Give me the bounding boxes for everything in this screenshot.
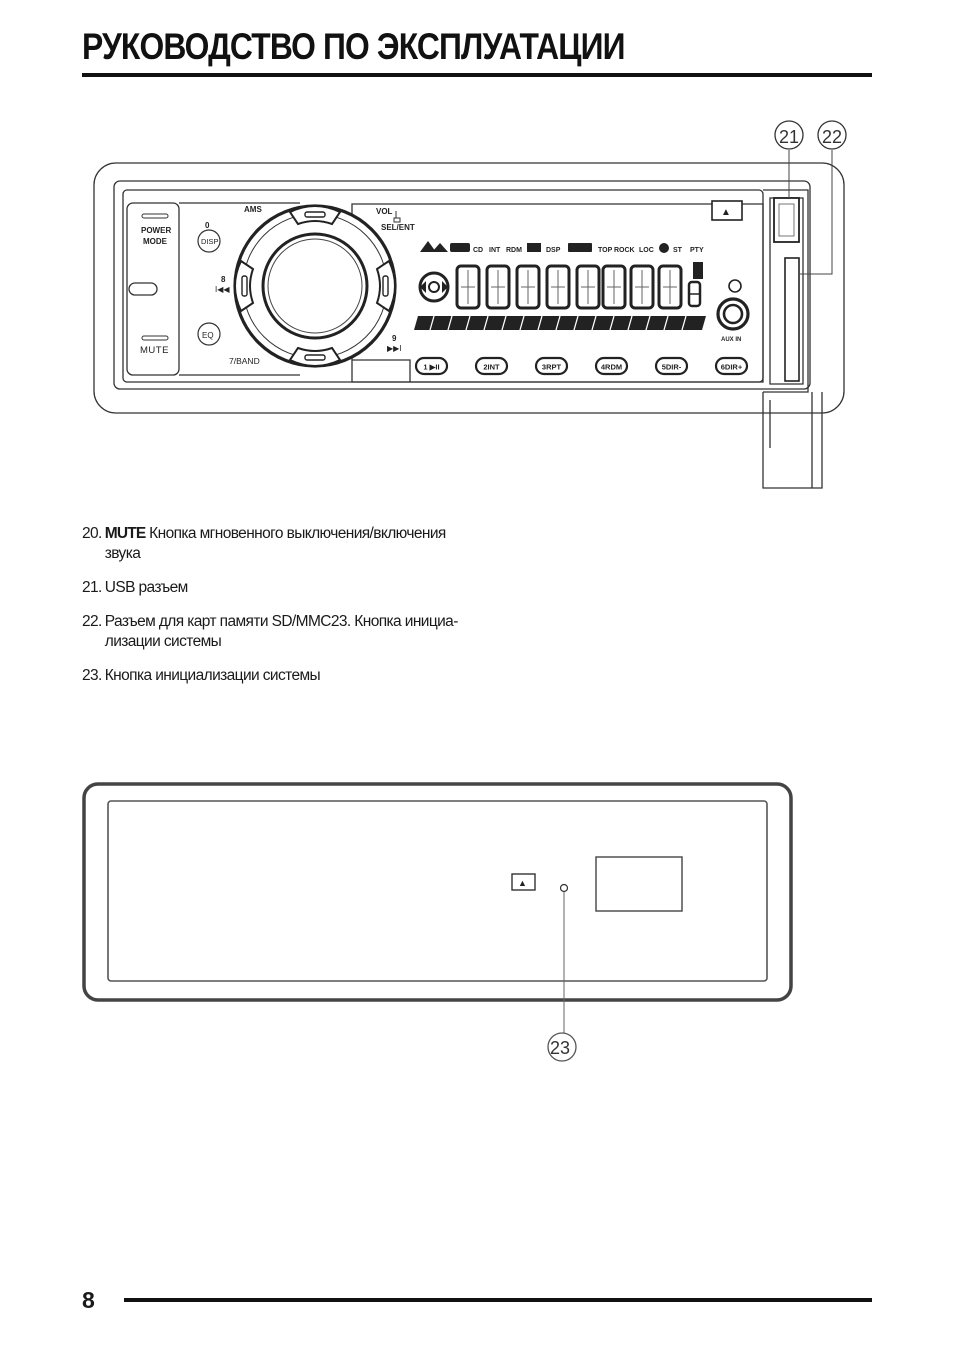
legend-description: USB разъем: [104, 579, 189, 596]
legend-item: 21. USB разъем: [82, 578, 482, 598]
legend-number: 22.: [82, 613, 102, 630]
lcd-indicator: RDM: [506, 247, 522, 254]
eq-button[interactable]: [197, 322, 221, 346]
legend-number: 23.: [82, 667, 102, 684]
page-number: 8: [82, 1287, 95, 1313]
eject-icon: ▲: [518, 878, 527, 888]
lcd-indicator: DSP: [546, 247, 561, 254]
callout-21: [774, 120, 804, 150]
lcd-indicator: TOP: [598, 247, 613, 254]
back-panel-diagram: ▲ 23: [82, 782, 793, 1062]
legend-item: 23. Кнопка инициализации системы: [82, 666, 482, 686]
legend-list: 20. MUTE Кнопка мгновенного выключения/в…: [82, 524, 482, 700]
lcd-indicator: CD: [473, 247, 483, 254]
preset-button-2[interactable]: 2INT: [474, 356, 509, 376]
title-rule: [82, 73, 872, 77]
legend-item: 22. Разъем для карт памяти SD/MMC23. Кно…: [82, 612, 482, 652]
band-label: 7/BAND: [229, 356, 260, 366]
lcd-indicator: LOC: [639, 247, 654, 254]
lcd-indicator: PTY: [690, 247, 704, 254]
callout-21-label: 21: [779, 127, 799, 147]
footer-rule: [124, 1298, 872, 1302]
legend-number: 21.: [82, 579, 102, 596]
preset-button-label: 1 ▶II: [423, 363, 439, 372]
lcd-indicator: ROCK: [614, 247, 635, 254]
mute-led-slot: [141, 335, 169, 341]
preset-button-label: 3RPT: [542, 363, 562, 372]
legend-item: 20. MUTE Кнопка мгновенного выключения/в…: [82, 524, 482, 564]
prev-number: 8: [221, 275, 226, 284]
callout-23: [547, 1032, 577, 1062]
aux-in-jack[interactable]: [716, 297, 750, 331]
lcd-segment-display: [414, 262, 706, 331]
preset-button-6[interactable]: 6DIR+: [714, 356, 749, 376]
vol-label: VOL: [376, 207, 393, 216]
usb-port[interactable]: [773, 197, 800, 243]
page-title: РУКОВОДСТВО ПО ЭКСПЛУАТАЦИИ: [82, 26, 625, 67]
preset-button-1[interactable]: 1 ▶II: [414, 356, 449, 376]
callout-22-label: 22: [822, 127, 842, 147]
preset-button-5[interactable]: 5DIR-: [654, 356, 689, 376]
preset-button-label: 5DIR-: [662, 363, 682, 372]
panel-inner-frame: [107, 800, 768, 982]
preset-button-label: 4RDM: [601, 363, 622, 372]
legend-text: USB разъем: [104, 578, 189, 598]
front-panel-diagram: POWER MODE MUTE 0 DISP 8 I◀◀ EQ 7/BAND A…: [93, 120, 847, 489]
power-mode-label: POWER: [141, 226, 171, 235]
preset-button-4[interactable]: 4RDM: [594, 356, 629, 376]
legend-description: Кнопка инициализации системы: [104, 667, 321, 684]
disp-label: DISP: [201, 237, 219, 246]
next-track-icon: ▶▶I: [387, 344, 402, 353]
eject-button[interactable]: [511, 873, 536, 891]
prev-track-icon: I◀◀: [215, 285, 230, 294]
preset-button-row: 1 ▶II 2INT 3RPT 4RDM 5DIR- 6DIR+: [414, 356, 749, 376]
card-compartment: [595, 856, 683, 912]
legend-bold: MUTE: [104, 525, 147, 542]
preset-button-label: 2INT: [483, 363, 500, 372]
ams-label: AMS: [244, 205, 262, 214]
release-button[interactable]: [128, 282, 158, 296]
callout-23-label: 23: [550, 1038, 570, 1058]
legend-description: Кнопка мгновенного выключения/включения …: [104, 525, 447, 562]
power-mode-label-2: MODE: [143, 237, 168, 246]
panel-outer-frame: [82, 782, 793, 1002]
eject-icon: ▲: [721, 207, 731, 218]
legend-number: 20.: [82, 525, 102, 542]
disp-button[interactable]: [197, 229, 221, 253]
eject-button[interactable]: [711, 200, 743, 221]
next-number: 9: [392, 334, 397, 343]
legend-text: Разъем для карт памяти SD/MMC23. Кнопка …: [105, 612, 482, 652]
reset-button[interactable]: [559, 883, 569, 893]
sel-ent-label: SEL/ENT: [381, 223, 415, 232]
sd-card-slot[interactable]: [784, 257, 800, 382]
aux-in-label: AUX IN: [721, 337, 741, 343]
aux-led: [728, 279, 742, 293]
disp-number: 0: [205, 221, 210, 230]
volume-knob[interactable]: [233, 204, 397, 368]
preset-button-3[interactable]: 3RPT: [534, 356, 569, 376]
eq-label: EQ: [202, 331, 214, 340]
mute-label: MUTE: [140, 345, 169, 356]
lcd-indicator-row: CD INT RDM DSP TOP ROCK LOC ST PTY: [420, 241, 704, 254]
power-led-slot: [141, 213, 169, 219]
lcd-indicator: ST: [673, 247, 683, 254]
preset-button-label: 6DIR+: [721, 363, 743, 372]
lcd-indicator: INT: [489, 247, 501, 254]
callout-22: [817, 120, 847, 150]
legend-text: Кнопка инициализации системы: [104, 666, 321, 686]
legend-text: MUTE Кнопка мгновенного выключения/включ…: [105, 524, 482, 564]
hand-icon: [393, 211, 401, 223]
legend-description: Разъем для карт памяти SD/MMC23. Кнопка …: [104, 613, 459, 650]
